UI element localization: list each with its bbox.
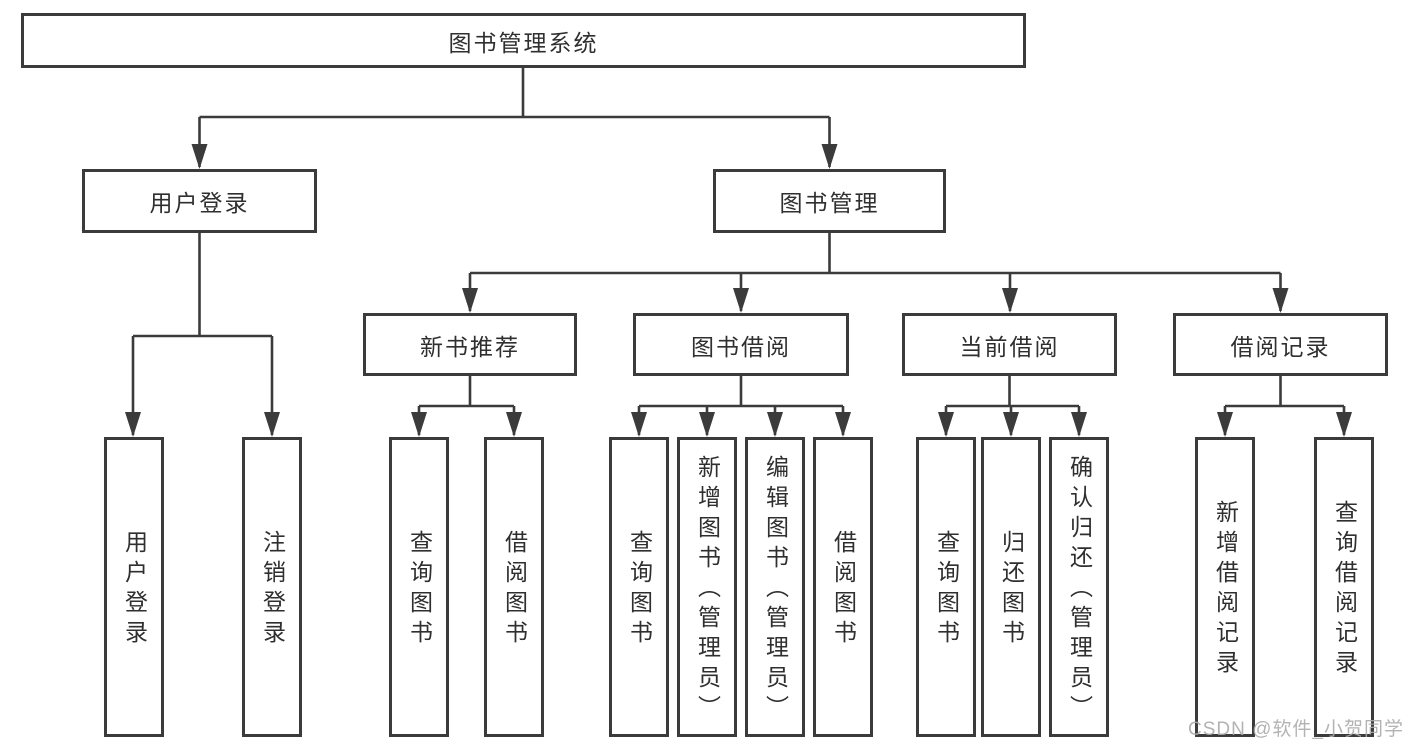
leaf-borrow-books-borrowing: 借阅图书 (813, 437, 873, 737)
leaf-add-borrow-record: 新增借阅记录 (1195, 437, 1255, 737)
csdn-watermark: CSDN @软件_小贺同学 (1188, 719, 1404, 740)
leaf-return-book: 归还图书 (981, 437, 1041, 737)
leaf-user-login: 用户登录 (104, 437, 164, 737)
node-book-borrowing: 图书借阅 (633, 313, 849, 376)
leaf-query-borrow-record: 查询借阅记录 (1314, 437, 1374, 737)
node-borrowing-records: 借阅记录 (1173, 313, 1388, 376)
connector-path (131, 68, 1346, 435)
leaf-add-book-admin: 新增图书（管理员） (677, 437, 737, 737)
leaf-logout: 注销登录 (242, 437, 302, 737)
node-book-management: 图书管理 (713, 169, 946, 233)
leaf-query-books-recommend: 查询图书 (389, 437, 449, 737)
leaf-edit-book-admin: 编辑图书（管理员） (745, 437, 805, 737)
node-user-login: 用户登录 (82, 169, 317, 233)
node-current-borrowing: 当前借阅 (902, 313, 1117, 376)
leaf-confirm-return-admin: 确认归还（管理员） (1049, 437, 1109, 737)
leaf-query-books-borrowing: 查询图书 (609, 437, 669, 737)
leaf-borrow-books-recommend: 借阅图书 (484, 437, 544, 737)
node-new-book-recommendation: 新书推荐 (363, 313, 577, 376)
arrowheads (125, 144, 1352, 437)
leaf-query-books-current: 查询图书 (916, 437, 976, 737)
node-library-management-system: 图书管理系统 (21, 13, 1026, 68)
